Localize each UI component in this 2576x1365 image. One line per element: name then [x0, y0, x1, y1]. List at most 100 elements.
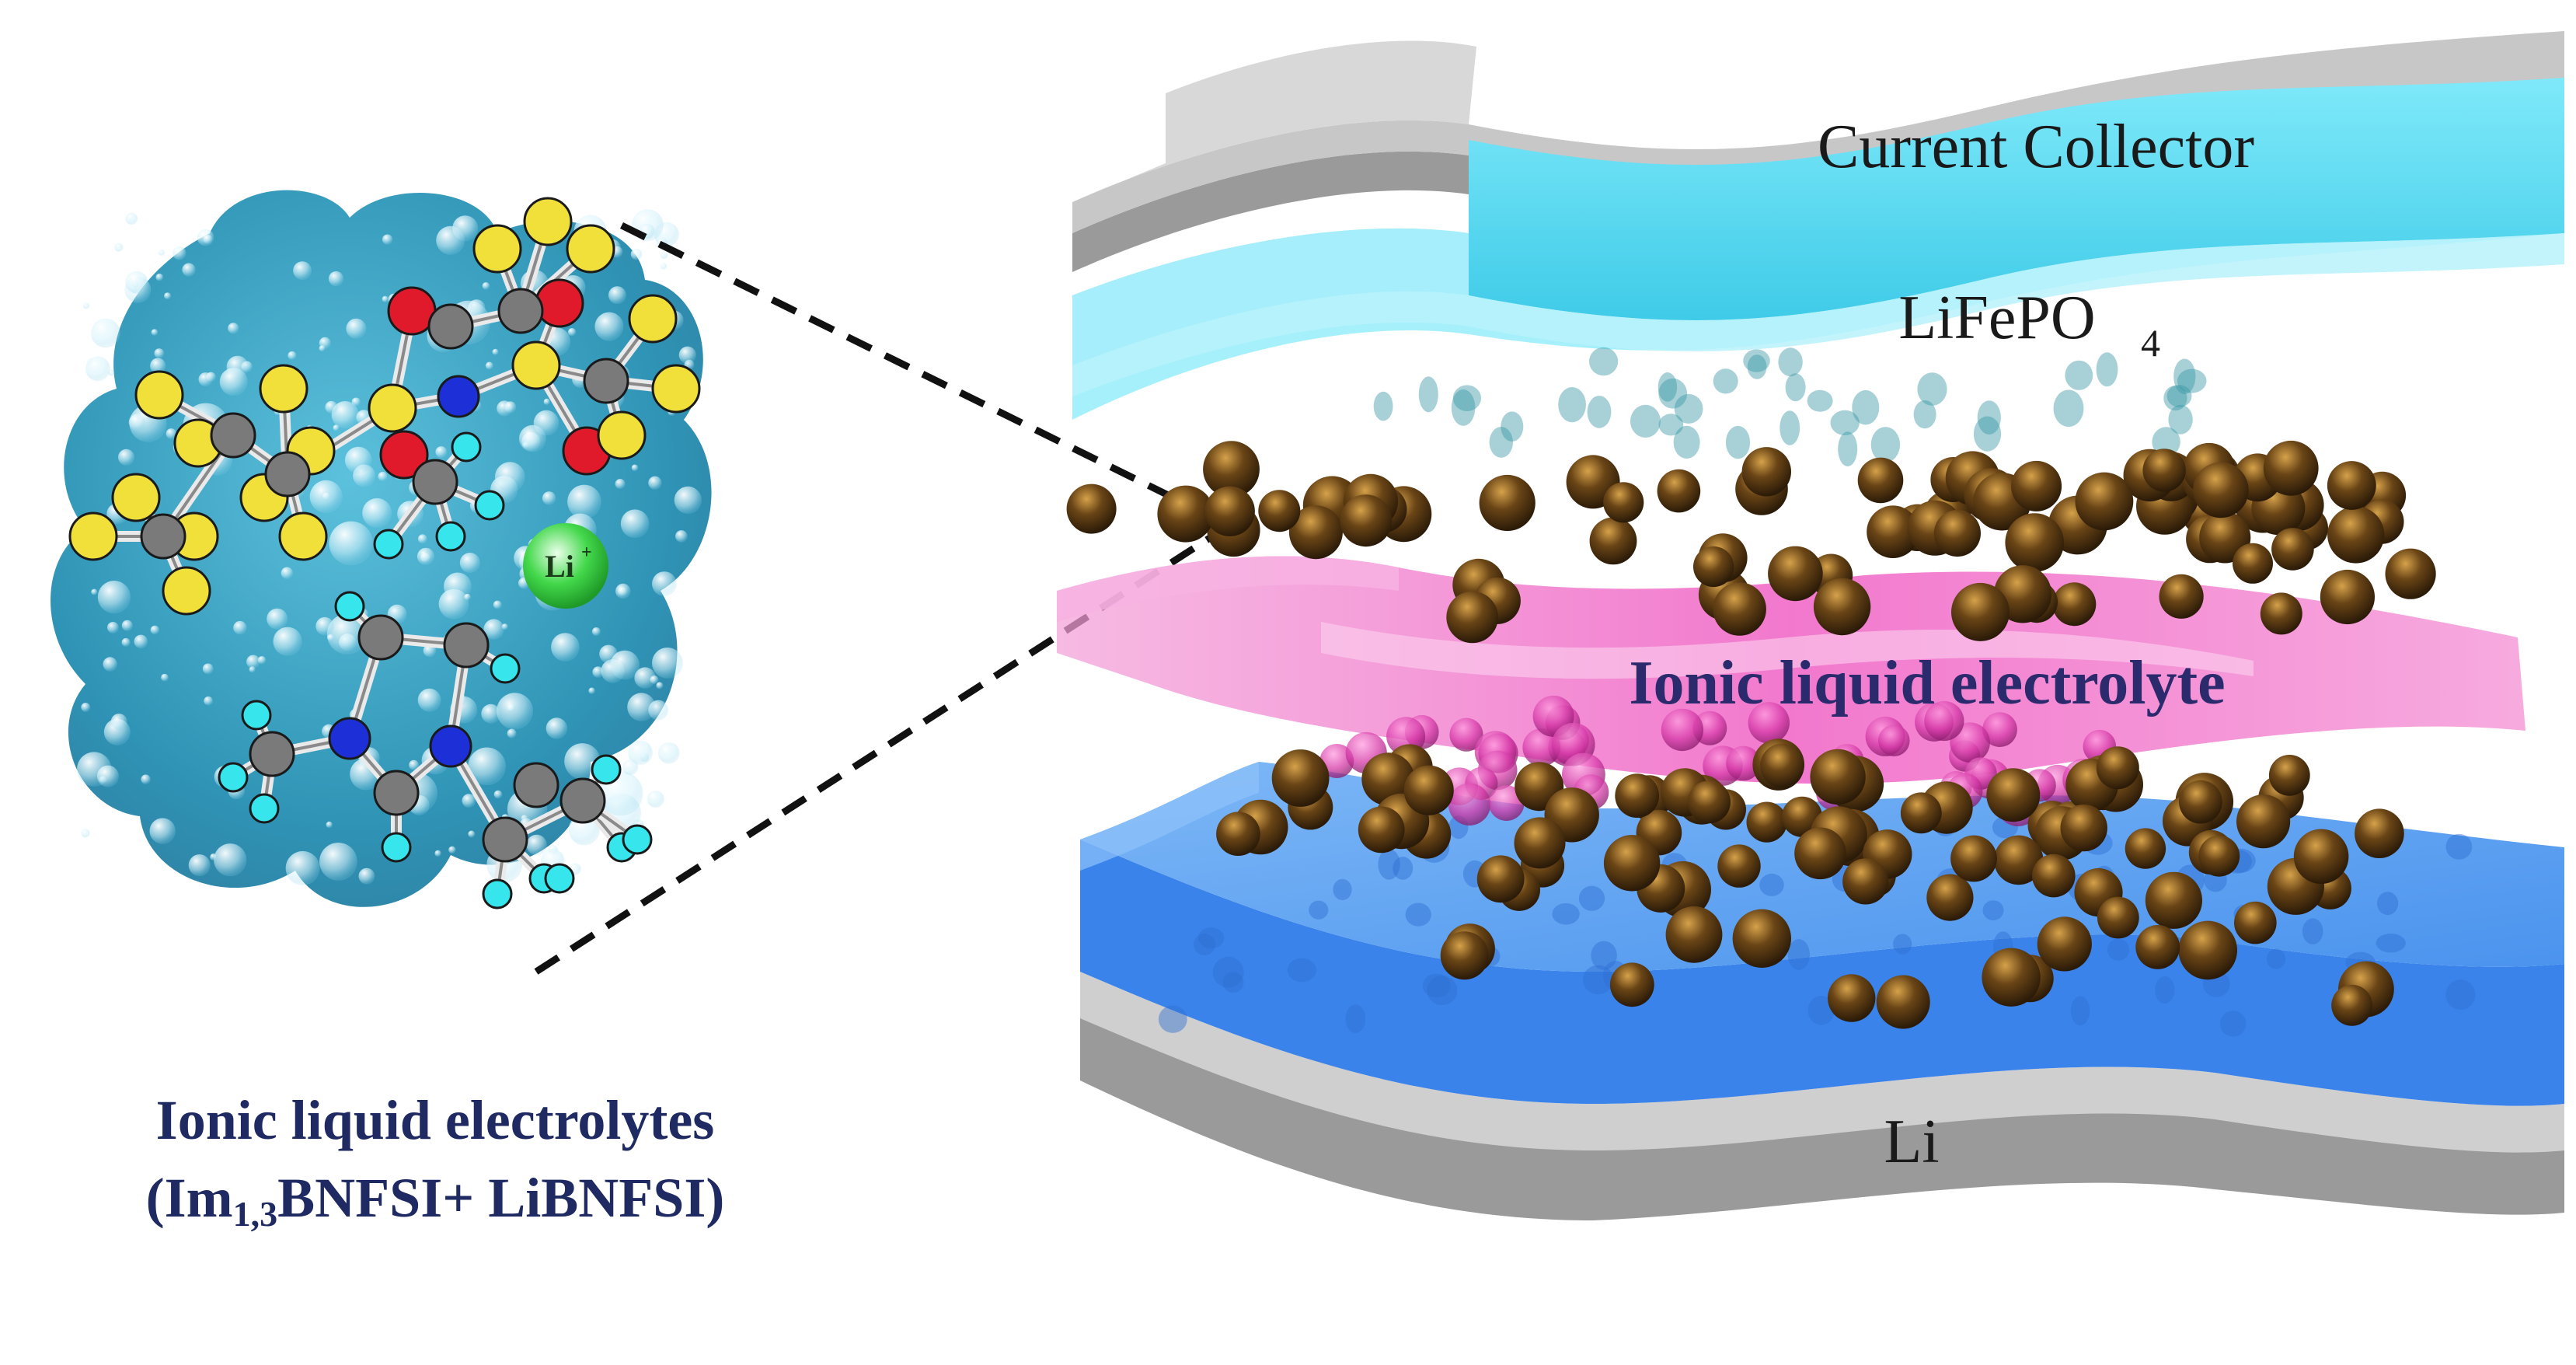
anode-particle — [1345, 1004, 1366, 1033]
lithium-ion-sphere — [1951, 582, 2010, 641]
droplet — [233, 620, 247, 635]
cathode-particle — [1747, 354, 1767, 379]
droplet — [118, 449, 134, 466]
label-current-collector: Current Collector — [1818, 113, 2254, 181]
electrolyte-ion — [1319, 744, 1354, 778]
anode-particle — [1197, 927, 1225, 949]
droplet — [592, 666, 604, 678]
droplet — [158, 249, 165, 256]
electrolyte-ion — [1488, 785, 1525, 821]
li-ion-charge: + — [581, 543, 592, 563]
droplet — [198, 372, 213, 387]
lithium-ion-sphere — [1876, 975, 1930, 1029]
droplet — [648, 476, 662, 490]
lithium-ion-sphere — [2096, 746, 2139, 790]
lithium-ion-sphere — [2075, 472, 2134, 531]
lithium-ion-sphere — [1271, 749, 1330, 807]
droplet — [382, 234, 393, 245]
label-cathode-subscript: 4 — [2141, 321, 2160, 365]
droplet — [326, 821, 333, 829]
droplet — [434, 850, 441, 857]
lithium-ion-sphere — [2178, 920, 2237, 980]
electrolyte-ion — [1924, 700, 1964, 742]
lithium-ion-sphere — [1713, 582, 1766, 636]
anode-particle — [1333, 878, 1352, 901]
droplet — [150, 625, 159, 635]
cathode-particle — [1452, 385, 1481, 411]
lithium-ion-sphere — [1933, 509, 1981, 557]
lithium-ion-sphere — [2125, 828, 2166, 869]
fluorine-atom — [472, 224, 522, 274]
droplet — [346, 318, 367, 339]
droplet — [483, 619, 504, 640]
anode-particle — [1787, 939, 1810, 970]
electrolyte-ion — [1449, 717, 1483, 752]
lithium-ion-sphere — [2052, 582, 2097, 627]
lithium-ion-sphere — [1717, 844, 1761, 888]
carbon-atom — [443, 622, 490, 669]
hydrogen-atom — [482, 878, 513, 909]
droplet — [675, 530, 688, 543]
droplet — [166, 428, 177, 439]
hydrogen-atom — [591, 754, 622, 785]
cathode-particle — [1373, 391, 1393, 421]
droplet — [128, 414, 146, 431]
droplet — [650, 676, 659, 684]
droplet — [493, 600, 502, 609]
droplet — [628, 740, 653, 765]
droplet — [464, 593, 471, 601]
anode-particle — [1378, 849, 1400, 880]
hydrogen-atom — [241, 700, 272, 731]
fluorine-atom — [162, 566, 211, 616]
droplet — [409, 759, 419, 770]
electrolyte-ion — [1448, 783, 1491, 826]
lithium-ion-sphere — [2271, 528, 2314, 571]
cathode-particle — [1977, 400, 2001, 435]
droplet — [134, 634, 148, 649]
cathode-particle — [1973, 416, 2002, 452]
droplet — [660, 263, 668, 270]
lithium-ion-sphere — [1514, 817, 1566, 869]
lithium-ion-sphere — [1842, 858, 1889, 905]
carbon-atom — [264, 451, 311, 497]
cathode-particle — [1913, 400, 1936, 429]
droplet — [97, 581, 131, 614]
lithium-ion-sphere — [2327, 461, 2376, 510]
droplet — [610, 650, 640, 680]
droplet — [588, 687, 595, 694]
lithium-ion-sphere — [1203, 441, 1260, 497]
droplet — [634, 667, 656, 689]
lithium-ion-sphere — [2234, 901, 2277, 944]
droplet — [591, 627, 601, 636]
droplet — [96, 765, 119, 787]
anode-particle — [2376, 934, 2406, 953]
fluorine-atom — [68, 511, 118, 561]
droplet — [492, 348, 499, 355]
fluorine-atom — [111, 473, 161, 522]
lithium-ion-sphere — [1609, 962, 1654, 1007]
droplet — [107, 622, 119, 634]
lithium-ion-sphere — [1615, 773, 1660, 818]
cathode-particle — [1807, 389, 1833, 412]
droplet — [448, 846, 456, 854]
droplet — [546, 717, 568, 739]
droplet — [257, 656, 267, 665]
lithium-ion-sphere — [1258, 490, 1301, 532]
droplet — [417, 688, 441, 712]
li-ion-label: Li — [545, 549, 574, 584]
droplet — [214, 843, 247, 877]
droplet — [382, 295, 389, 302]
anode-particle — [2266, 948, 2286, 969]
droplet — [567, 328, 577, 337]
anode-particle — [1583, 965, 1614, 995]
anode-particle — [1222, 972, 1244, 993]
hydrogen-atom — [249, 793, 280, 824]
fluorine-atom — [134, 370, 184, 420]
lithium-ion-sphere — [2355, 808, 2404, 858]
label-anode: Li — [1884, 1108, 1939, 1176]
anode-particle — [2377, 892, 2399, 916]
droplet — [351, 397, 361, 407]
cathode-particle — [1673, 425, 1700, 459]
droplet — [210, 853, 218, 861]
cathode-particle — [1779, 410, 1800, 445]
